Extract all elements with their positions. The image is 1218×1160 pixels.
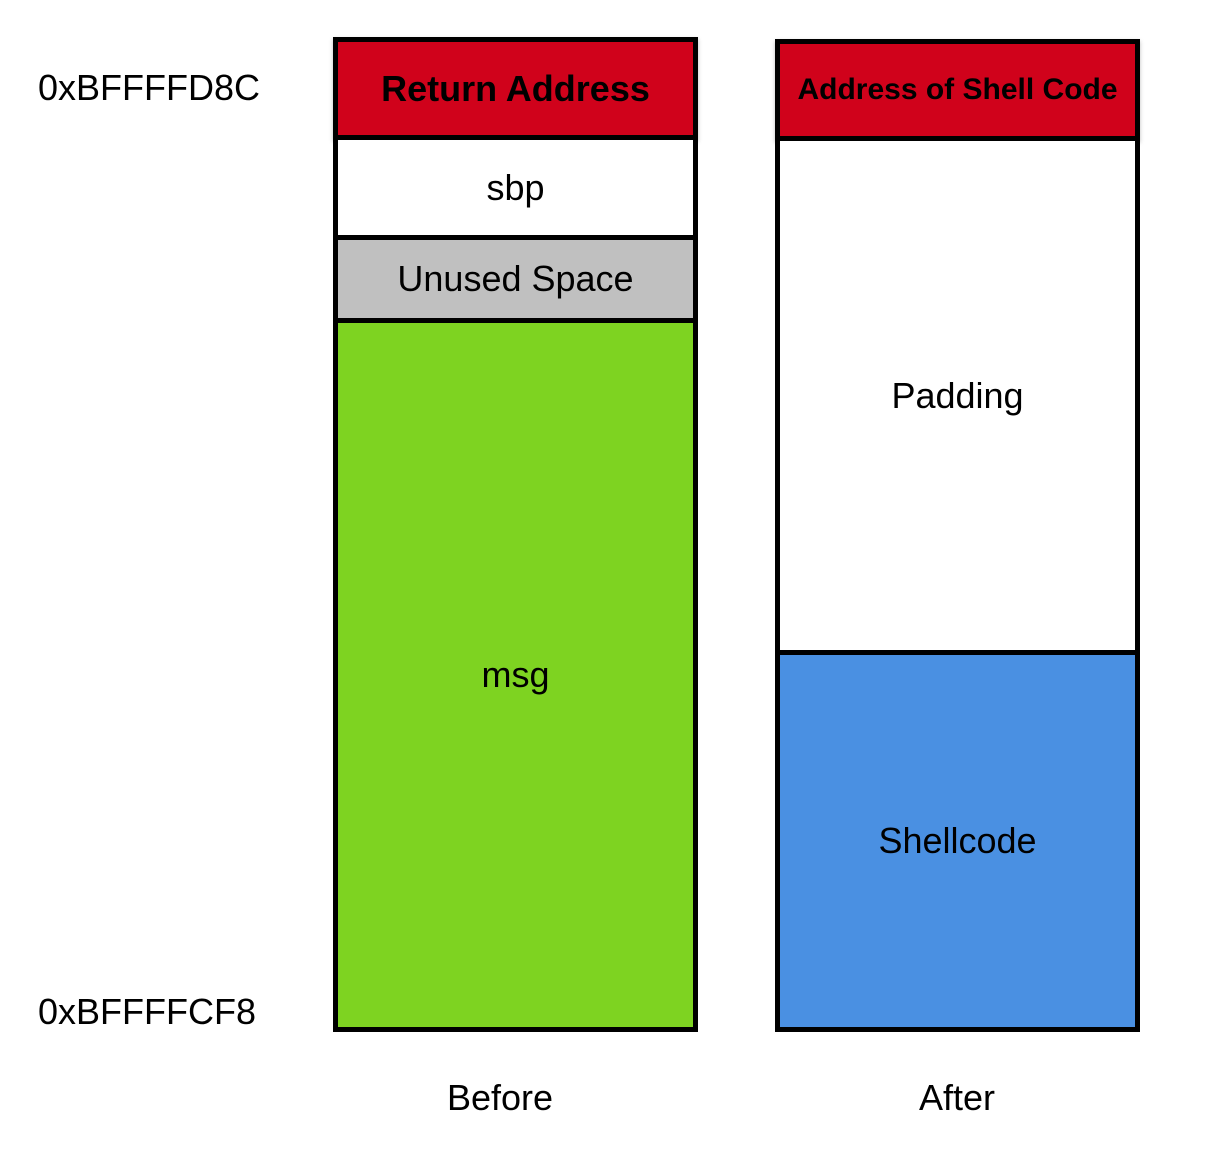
shellcode-label: Shellcode — [878, 820, 1037, 861]
bottom-address-label: 0xBFFFFCF8 — [38, 991, 257, 1032]
msg-cell: msg — [333, 318, 698, 1032]
shellcode-address-label: Address of Shell Code — [797, 73, 1118, 106]
unused-space-label: Unused Space — [397, 258, 634, 299]
top-address-label: 0xBFFFFD8C — [38, 67, 261, 108]
padding-cell: Padding — [775, 136, 1140, 655]
before-stack: Return Address sbp Unused Space msg — [333, 37, 698, 1032]
sbp-label: sbp — [486, 166, 545, 208]
after-caption: After — [918, 1077, 996, 1118]
shellcode-address-cell: Address of Shell Code — [775, 39, 1140, 141]
msg-label: msg — [481, 654, 550, 695]
return-address-cell: Return Address — [333, 37, 698, 140]
sbp-cell: sbp — [333, 135, 698, 240]
return-address-label: Return Address — [381, 67, 650, 109]
before-caption: Before — [446, 1077, 554, 1118]
unused-space-cell: Unused Space — [333, 235, 698, 323]
after-stack: Address of Shell Code Padding Shellcode — [775, 39, 1140, 1032]
shellcode-cell: Shellcode — [775, 650, 1140, 1032]
padding-label: Padding — [891, 374, 1024, 416]
